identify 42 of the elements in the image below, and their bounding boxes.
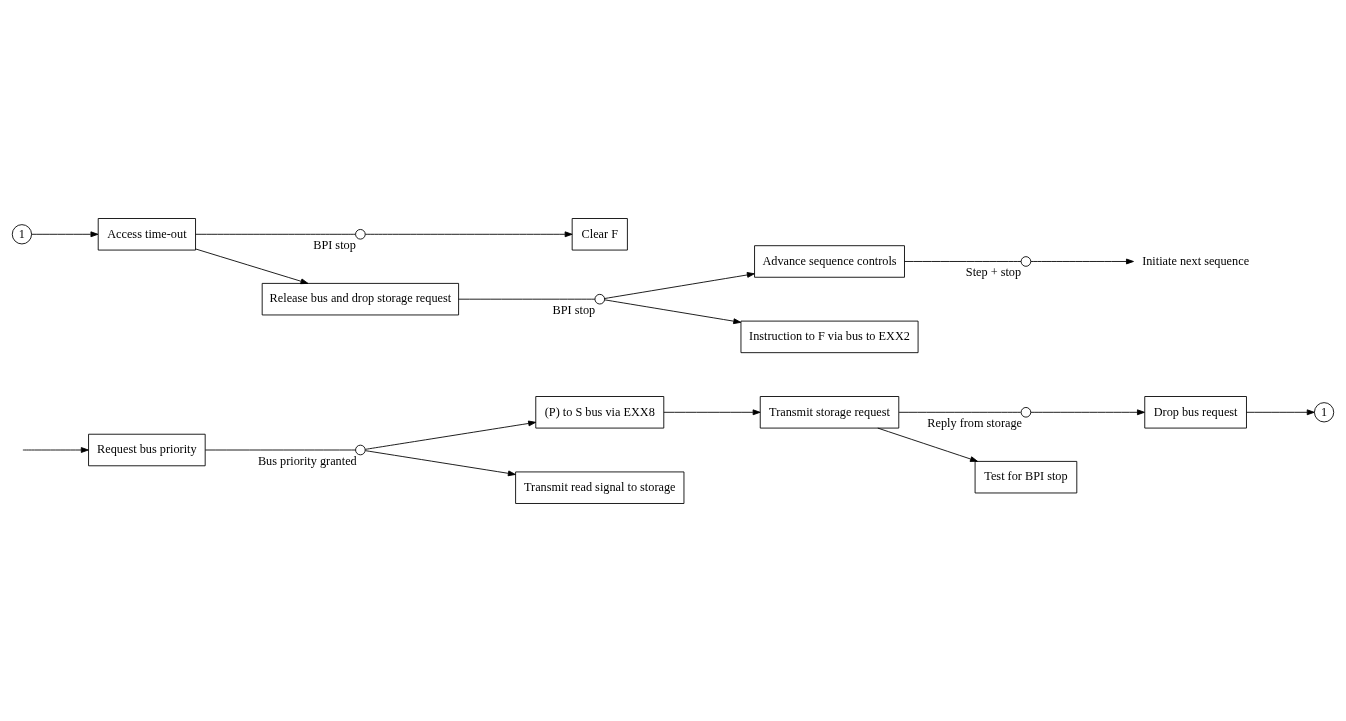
- node-circle: [1020, 255, 1032, 267]
- arrow: [364, 449, 516, 476]
- node-circle: [355, 228, 366, 240]
- node-box: (P) to S bus via EXX8: [535, 395, 665, 428]
- node-label: Reply from storage: [927, 415, 1022, 430]
- arrow: [1030, 258, 1134, 264]
- arrow: [604, 271, 755, 299]
- node-box: Transmit read signal to storage: [515, 471, 685, 504]
- node-circle: [355, 444, 366, 455]
- connector: [195, 233, 356, 235]
- connector: [898, 411, 1022, 413]
- node-circle: 1: [1314, 401, 1335, 422]
- node-circle: [1020, 406, 1032, 418]
- node-box: Access time-out: [97, 217, 196, 250]
- arrow: [604, 298, 742, 324]
- arrow: [877, 427, 978, 462]
- node-box: Drop bus request: [1144, 395, 1247, 428]
- node-box: Advance sequence controls: [754, 244, 905, 278]
- node-label: Step + stop: [965, 264, 1022, 279]
- connector: [904, 260, 1022, 262]
- node-label: BPI stop: [552, 302, 596, 317]
- node-circle: 1: [11, 223, 32, 244]
- node-box: Transmit storage request: [759, 395, 900, 428]
- arrow: [1030, 408, 1145, 415]
- node-label: Bus priority granted: [257, 453, 357, 468]
- arrow: [364, 230, 573, 237]
- connector: [204, 449, 356, 450]
- connector: [458, 298, 596, 300]
- node-box: Request bus priority: [88, 433, 206, 466]
- arrow: [364, 420, 537, 450]
- node-label: BPI stop: [313, 237, 356, 252]
- node-text: Initiate next sequence: [1142, 253, 1250, 268]
- node-circle: [594, 293, 606, 304]
- arrow: [31, 230, 99, 237]
- arrow: [22, 446, 89, 453]
- node-box: Test for BPI stop: [974, 460, 1078, 493]
- arrow: [663, 408, 761, 415]
- arrow: [1246, 408, 1315, 415]
- node-box: Clear F: [571, 217, 628, 250]
- node-box: Release bus and drop storage request: [261, 282, 460, 315]
- arrow: [195, 248, 309, 284]
- node-box: Instruction to F via bus to EXX2: [740, 320, 919, 353]
